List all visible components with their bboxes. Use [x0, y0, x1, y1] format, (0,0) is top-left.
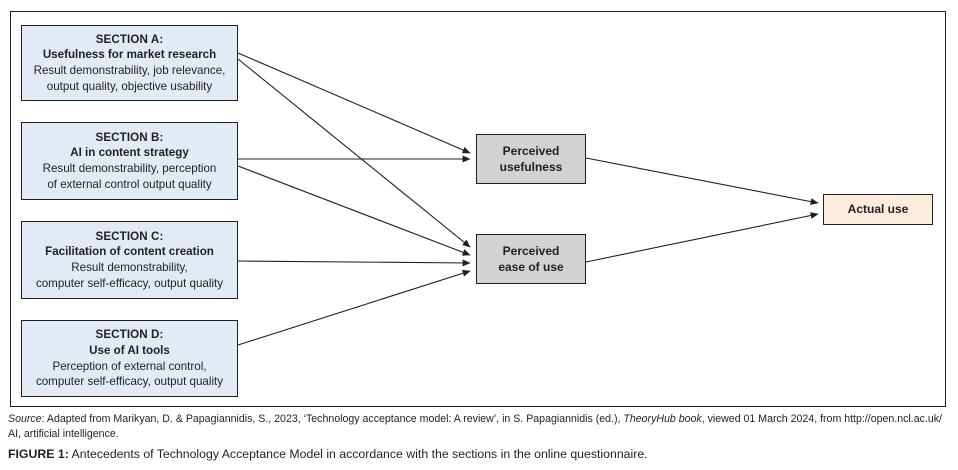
perceived-usefulness-line-2: usefulness: [499, 160, 563, 174]
node-section-a[interactable]: SECTION A: Usefulness for market researc…: [21, 25, 238, 101]
node-actual-use[interactable]: Actual use: [823, 194, 933, 225]
section-d-subtitle: Use of AI tools: [89, 343, 170, 357]
perceived-ease-of-use-line-2: ease of use: [498, 260, 564, 274]
section-b-title: SECTION B:: [95, 130, 164, 144]
section-d-body-line-1: Perception of external control,: [52, 359, 207, 373]
section-d-body-line-2: computer self-efficacy, output quality: [35, 375, 224, 389]
figure-caption-label: FIGURE 1:: [8, 447, 69, 462]
perceived-usefulness-line-1: Perceived: [502, 143, 560, 158]
figure-caption: FIGURE 1: Antecedents of Technology Acce…: [8, 447, 952, 463]
perceived-ease-of-use-line-1: Perceived: [502, 243, 560, 258]
section-b-body-line-1: Result demonstrability, perception: [42, 162, 217, 175]
source-italic-title: TheoryHub book: [623, 413, 702, 425]
section-a-body-line-1: Result demonstrability, job relevance,: [33, 64, 226, 77]
source-text-a: : Adapted from Marikyan, D. & Papagianni…: [41, 413, 624, 425]
source-label: Source: [8, 413, 42, 425]
actual-use-label: Actual use: [847, 202, 909, 217]
section-a-body-line-2: output quality, objective usability: [46, 79, 213, 93]
section-a-title: SECTION A:: [95, 32, 164, 46]
node-section-c[interactable]: SECTION C: Facilitation of content creat…: [21, 221, 238, 299]
node-perceived-ease-of-use[interactable]: Perceived ease of use: [476, 234, 586, 284]
node-perceived-usefulness[interactable]: Perceived usefulness: [476, 134, 586, 184]
section-a-subtitle: Usefulness for market research: [42, 48, 217, 62]
section-c-body-line-2: computer self-efficacy, output quality: [35, 276, 224, 290]
node-section-d[interactable]: SECTION D: Use of AI tools Perception of…: [21, 320, 238, 397]
section-b-subtitle: AI in content strategy: [70, 146, 189, 160]
source-line-1: Source: Adapted from Marikyan, D. & Papa…: [8, 412, 952, 427]
node-section-b[interactable]: SECTION B: AI in content strategy Result…: [21, 122, 238, 200]
source-line-2: AI, artificial intelligence.: [8, 428, 119, 441]
section-d-title: SECTION D:: [95, 328, 164, 342]
section-c-body-line-1: Result demonstrability,: [71, 261, 188, 274]
section-b-body-line-2: of external control output quality: [47, 177, 212, 191]
section-c-title: SECTION C:: [95, 229, 164, 243]
section-c-subtitle: Facilitation of content creation: [45, 245, 214, 259]
caption-area: Source: Adapted from Marikyan, D. & Papa…: [8, 412, 952, 463]
figure-caption-text: Antecedents of Technology Acceptance Mod…: [68, 447, 648, 462]
source-text-b: , viewed 01 March 2024, from http://open…: [701, 413, 942, 425]
